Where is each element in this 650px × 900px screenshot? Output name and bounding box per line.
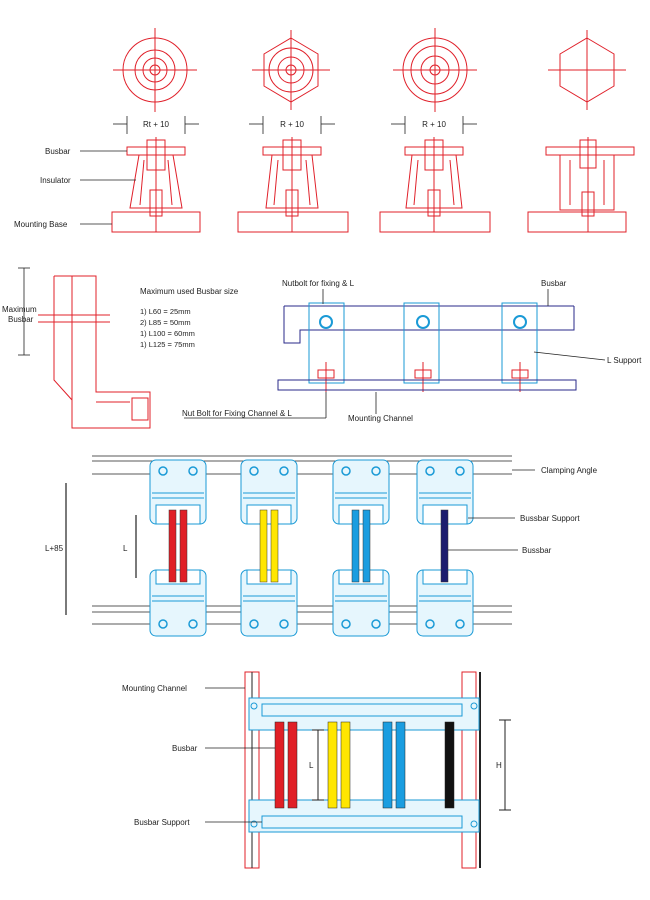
size-title: Maximum used Busbar size bbox=[140, 287, 239, 296]
label-insulator: Insulator bbox=[40, 176, 71, 185]
busbar-assembly-view bbox=[277, 302, 577, 392]
insulator-elevation-3 bbox=[379, 137, 491, 233]
bussbar-supports bbox=[149, 459, 474, 637]
size-item-1: 1) L60 = 25mm bbox=[140, 307, 191, 316]
round-top-view-1 bbox=[113, 28, 197, 112]
label-busbar: Busbar bbox=[45, 147, 71, 156]
label-mounting-channel-4: Mounting Channel bbox=[122, 684, 187, 693]
section4-leaders bbox=[205, 687, 275, 823]
support-pair-4 bbox=[416, 459, 474, 637]
section3-leaders bbox=[448, 469, 535, 551]
label-maximum: Maximum bbox=[2, 305, 37, 314]
label-mounting-base: Mounting Base bbox=[14, 220, 68, 229]
label-busbar-max: Busbar bbox=[8, 315, 34, 324]
support-pair-3 bbox=[332, 459, 390, 637]
dim-l-3: L bbox=[123, 544, 128, 553]
round-top-view-2 bbox=[393, 28, 477, 112]
bussbar-bar-3-2 bbox=[362, 509, 371, 583]
section4-busbars bbox=[274, 721, 455, 809]
section3-dims bbox=[65, 483, 137, 615]
dim-h: H bbox=[496, 761, 502, 770]
support-pair-2 bbox=[240, 459, 298, 637]
label-busbar-support-4: Busbar Support bbox=[134, 818, 190, 827]
label-bussbar: Bussbar bbox=[522, 546, 552, 555]
size-item-2: 2) L85 = 50mm bbox=[140, 318, 191, 327]
bussbar-bar-4-1 bbox=[440, 509, 449, 583]
section1-top-views bbox=[113, 28, 626, 112]
bussbar-bar-2-1 bbox=[259, 509, 268, 583]
bussbar-bar-1-1 bbox=[168, 509, 177, 583]
hex-top-view-1 bbox=[252, 30, 330, 110]
hex-top-view-2 bbox=[548, 30, 626, 110]
section2-leaders bbox=[184, 289, 606, 419]
size-item-4: 1) L125 = 75mm bbox=[140, 340, 195, 349]
label-clamping-angle: Clamping Angle bbox=[541, 466, 598, 475]
dim-rt-10: Rt + 10 bbox=[143, 120, 170, 129]
bussbar-bar-1-2 bbox=[179, 509, 188, 583]
dim-r-10-b: R + 10 bbox=[422, 120, 446, 129]
support-pair-1 bbox=[149, 459, 207, 637]
label-busbar-4: Busbar bbox=[172, 744, 198, 753]
l-support-profile bbox=[38, 275, 151, 429]
size-item-3: 1) L100 = 60mm bbox=[140, 329, 195, 338]
insulator-elevation-4 bbox=[527, 137, 635, 233]
label-busbar-assembly: Busbar bbox=[541, 279, 567, 288]
section4-dims bbox=[312, 719, 511, 811]
bussbar-bar-2-2 bbox=[270, 509, 279, 583]
label-l-support: L Support bbox=[607, 356, 642, 365]
dim-l-plus-85: L+85 bbox=[45, 544, 64, 553]
label-nutbolt: Nutbolt for fixing & L bbox=[282, 279, 355, 288]
dim-l-4: L bbox=[309, 761, 314, 770]
bussbar-bar-3-1 bbox=[351, 509, 360, 583]
label-bussbar-support: Bussbar Support bbox=[520, 514, 580, 523]
dim-r-10-a: R + 10 bbox=[280, 120, 304, 129]
section4-frame bbox=[244, 671, 481, 869]
label-nut-bolt-channel: Nut Bolt for Fixing Channel & L bbox=[182, 409, 292, 418]
section1-leaders bbox=[80, 150, 136, 225]
label-mounting-channel-2: Mounting Channel bbox=[348, 414, 413, 423]
section1-dimensions bbox=[113, 116, 477, 134]
section1-elevations bbox=[111, 137, 635, 233]
insulator-elevation-2 bbox=[237, 137, 349, 233]
max-busbar-dim bbox=[18, 267, 30, 356]
insulator-elevation-1 bbox=[111, 137, 201, 233]
